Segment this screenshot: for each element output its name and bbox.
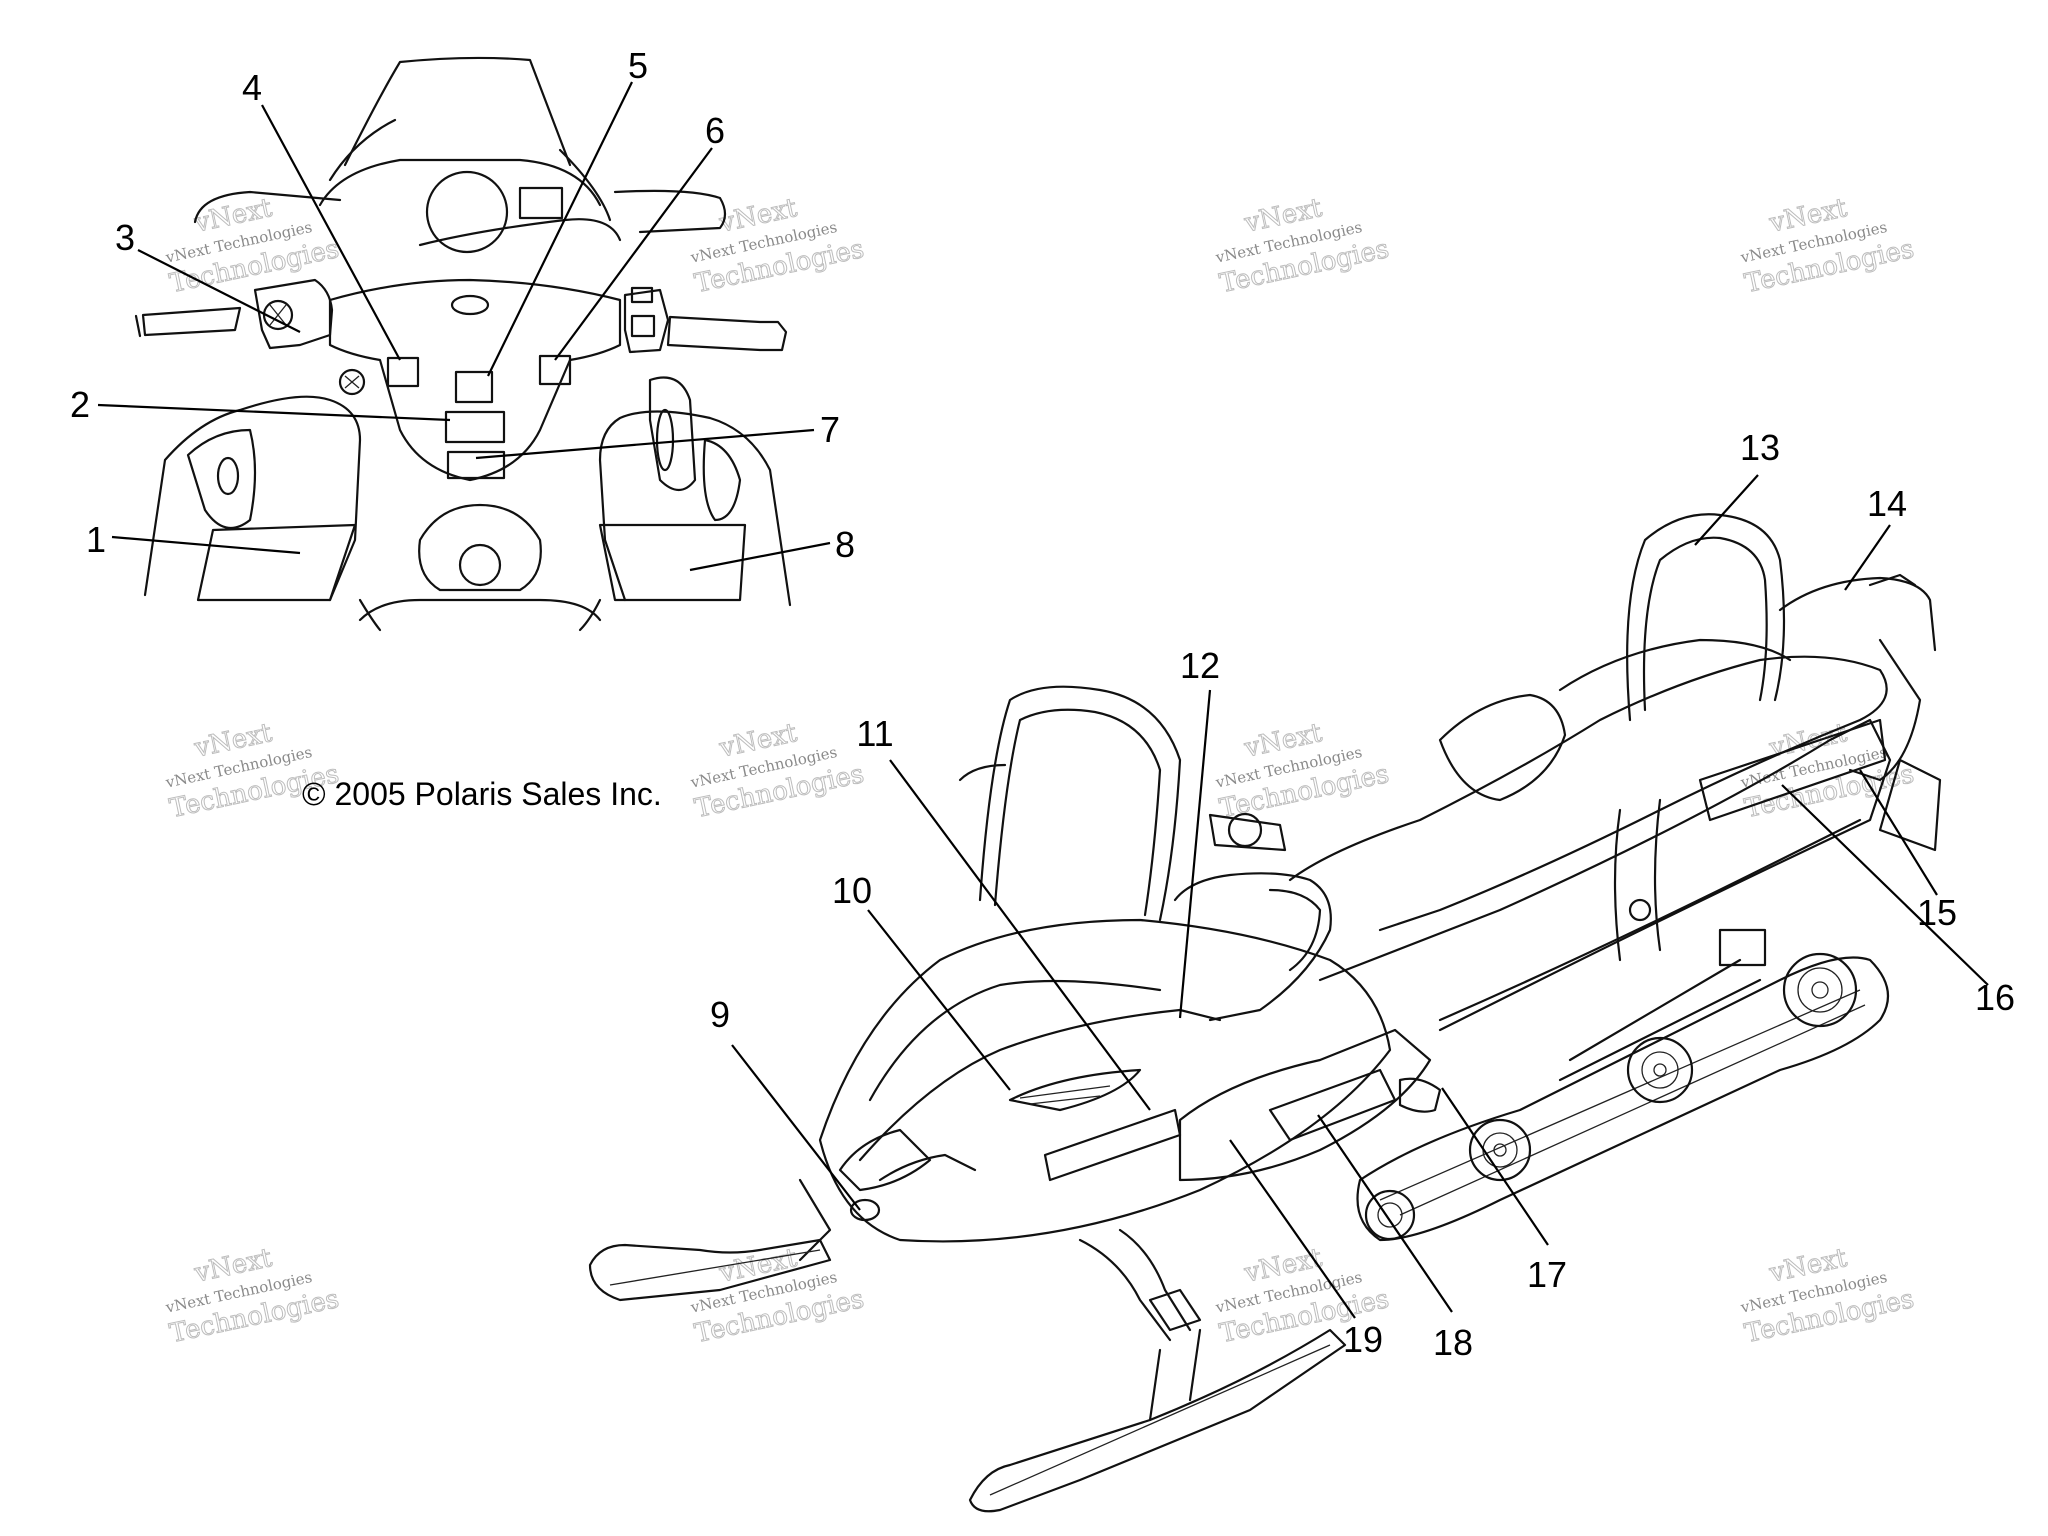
bogie-wheels	[1364, 952, 1858, 1241]
callout-5: 5	[628, 45, 648, 86]
decal-5-box	[454, 370, 494, 404]
callout-4: 4	[242, 67, 262, 108]
callout-2: 2	[70, 384, 90, 425]
decal-6-box	[538, 354, 572, 386]
callout-17: 17	[1527, 1254, 1567, 1295]
callout-19: 19	[1343, 1319, 1383, 1360]
callout-14: 14	[1867, 483, 1907, 524]
decal-4-box	[386, 356, 420, 388]
leader-lines	[97, 81, 1989, 1319]
callout-7: 7	[820, 409, 840, 450]
copyright-notice: © 2005 Polaris Sales Inc.	[302, 776, 662, 812]
callout-15: 15	[1917, 892, 1957, 933]
snowmobile-side-drawing	[588, 513, 1942, 1513]
handlebar-console-drawing	[134, 56, 792, 632]
callout-10: 10	[832, 870, 872, 911]
callout-numbers: 1 2 3 4 5 6 7 8 9 10 11 12 13 14 15 16 1…	[70, 45, 2015, 1363]
decal-8-area	[598, 523, 747, 602]
callout-6: 6	[705, 110, 725, 151]
decal-1-area	[196, 523, 357, 602]
callout-8: 8	[835, 524, 855, 565]
callout-3: 3	[115, 217, 135, 258]
decal-2-box	[444, 410, 506, 444]
callout-1: 1	[86, 519, 106, 560]
callout-12: 12	[1180, 645, 1220, 686]
callout-13: 13	[1740, 427, 1780, 468]
callout-16: 16	[1975, 977, 2015, 1018]
callout-11: 11	[856, 713, 893, 754]
decal-7-box	[446, 450, 506, 480]
callout-9: 9	[710, 994, 730, 1035]
callout-18: 18	[1433, 1322, 1473, 1363]
